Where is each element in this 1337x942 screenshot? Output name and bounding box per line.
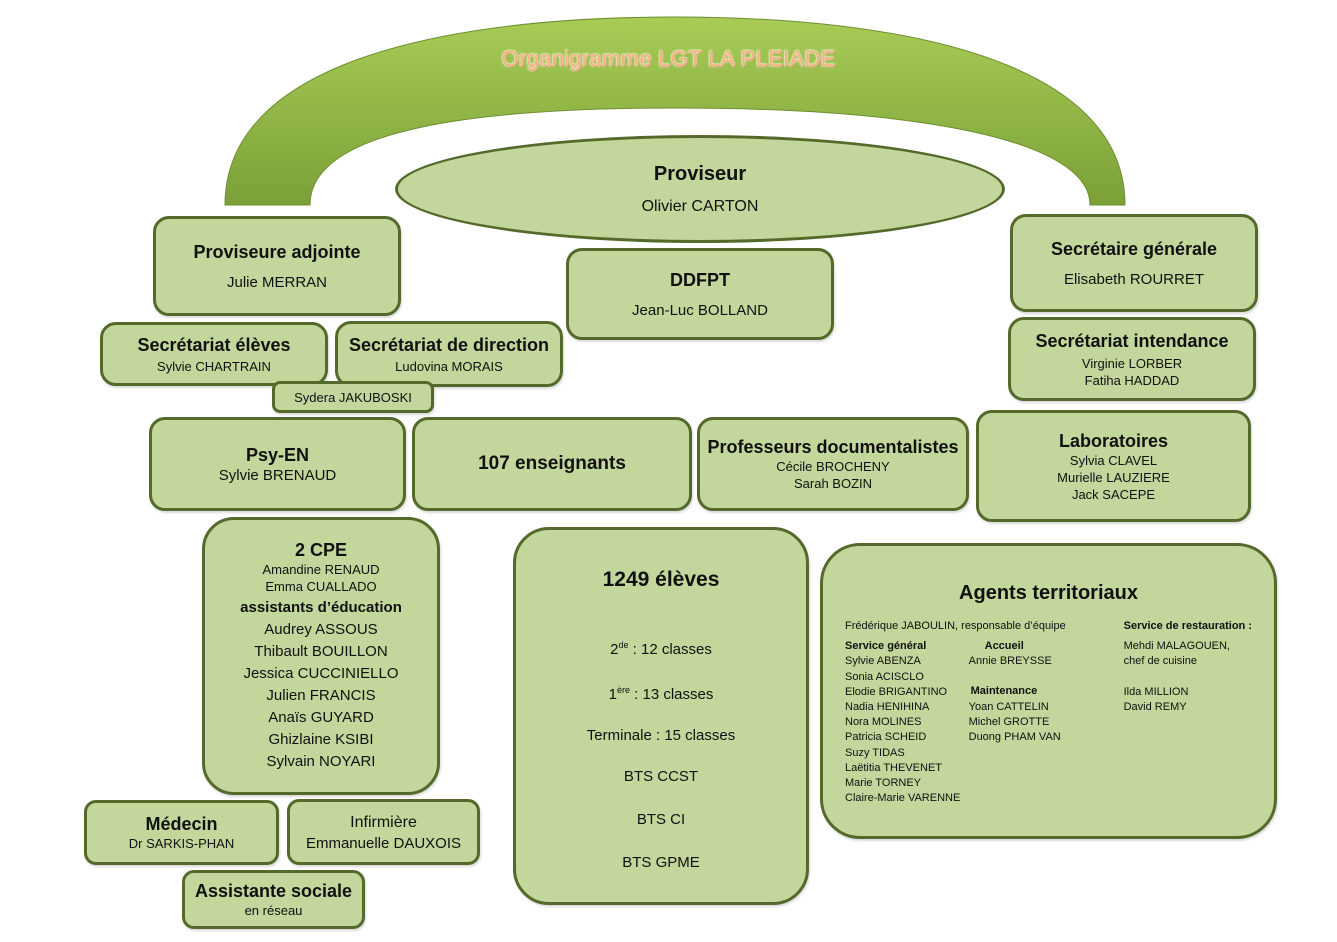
arch-banner	[224, 16, 1126, 206]
node-name: Julie MERRAN	[226, 273, 328, 291]
agent-name: Ilda MILLION	[1123, 685, 1189, 698]
node-name: Emma CUALLADO	[265, 579, 377, 594]
agents-col-restauration: Service de restauration : Mehdi MALAGOUE…	[1124, 619, 1252, 806]
node-title: Secrétariat élèves	[137, 334, 291, 355]
section-title: Service général	[845, 640, 927, 653]
eleves-bts: BTS CI	[636, 811, 686, 828]
agent-name: chef de cuisine	[1123, 655, 1197, 668]
node-name: Amandine RENAUD	[262, 562, 380, 577]
node-title: 1249 élèves	[602, 568, 720, 591]
laboratoires-node: Laboratoires Sylvia CLAVEL Murielle LAUZ…	[976, 410, 1251, 522]
section-title: Maintenance	[970, 685, 1038, 698]
chart-title: Organigramme LGT LA PLEIADE	[501, 46, 836, 71]
agent-name: Michel GROTTE	[968, 715, 1050, 728]
sec-direction-node: Secrétariat de direction Ludovina MORAIS	[335, 321, 563, 387]
agents-col-accueil: Accueil Annie BREYSSE Maintenance Yoan C…	[969, 619, 1061, 806]
medecin-node: Médecin Dr SARKIS-PHAN	[84, 800, 279, 865]
proviseur-node: Proviseur Olivier CARTON	[395, 135, 1005, 243]
agent-name: David REMY	[1123, 700, 1187, 713]
sec-intendance-node: Secrétariat intendance Virginie LORBER F…	[1008, 317, 1256, 401]
aed-name: Julien FRANCIS	[266, 687, 376, 704]
sec-eleves-node: Secrétariat élèves Sylvie CHARTRAIN	[100, 322, 328, 386]
node-name: Emmanuelle DAUXOIS	[305, 834, 462, 852]
agent-name: Marie TORNEY	[845, 777, 922, 790]
node-title: 107 enseignants	[478, 453, 626, 474]
sydera-node: Sydera JAKUBOSKI	[272, 381, 434, 413]
eleves-2de: 2de : 12 classes	[610, 640, 712, 658]
agent-name: Duong PHAM VAN	[968, 731, 1061, 744]
eleves-bts: BTS GPME	[622, 854, 700, 871]
node-name: Ludovina MORAIS	[395, 358, 503, 374]
node-title: Assistante sociale	[194, 881, 353, 901]
eleves-1ere: 1ère : 13 classes	[608, 685, 714, 703]
agents-col-general: Frédérique JABOULIN, responsable d’équip…	[845, 619, 1066, 806]
agent-name: Sylvie ABENZA	[845, 655, 921, 668]
node-name: Elisabeth ROURRET	[1063, 270, 1205, 288]
node-name: Sylvie BRENAUD	[218, 466, 337, 484]
agent-name: Patricia SCHEID	[845, 731, 927, 744]
aed-name: Jessica CUCCINIELLO	[243, 665, 399, 682]
eleves-node: 1249 élèves 2de : 12 classes 1ère : 13 c…	[513, 527, 809, 905]
agent-name: Yoan CATTELIN	[968, 700, 1049, 713]
agent-name: Nadia HENIHINA	[845, 701, 930, 714]
node-title: Infirmière	[350, 813, 417, 831]
node-title: Secrétariat de direction	[348, 334, 550, 355]
cpe-node: 2 CPE Amandine RENAUD Emma CUALLADO assi…	[202, 517, 440, 795]
node-name: en réseau	[244, 903, 303, 918]
agents-resp: Frédérique JABOULIN, responsable d’équip…	[845, 620, 1066, 632]
documentalistes-node: Professeurs documentalistes Cécile BROCH…	[697, 417, 969, 511]
node-title: Psy-EN	[245, 444, 310, 465]
agent-name: Laëtitia THEVENET	[845, 761, 943, 774]
agent-name: Nora MOLINES	[845, 716, 922, 729]
node-title: Laboratoires	[1058, 430, 1169, 451]
node-name: Jean-Luc BOLLAND	[632, 301, 768, 319]
psy-node: Psy-EN Sylvie BRENAUD	[149, 417, 406, 511]
node-name: Sydera JAKUBOSKI	[294, 389, 412, 405]
eleves-terminale: Terminale : 15 classes	[586, 727, 736, 744]
agent-name: Elodie BRIGANTINO	[845, 685, 948, 698]
node-name: Jack SACEPE	[1071, 486, 1156, 502]
node-title: 2 CPE	[294, 540, 348, 560]
node-name: Olivier CARTON	[641, 197, 759, 215]
node-title: Professeurs documentalistes	[707, 437, 959, 457]
agent-name: Claire-Marie VARENNE	[845, 792, 961, 805]
node-name: Dr SARKIS-PHAN	[128, 836, 235, 851]
adjointe-node: Proviseure adjointe Julie MERRAN	[153, 216, 401, 316]
aed-title: assistants d’éducation	[240, 599, 402, 616]
ddfpt-node: DDFPT Jean-Luc BOLLAND	[566, 248, 834, 340]
agents-node: Agents territoriaux Frédérique JABOULIN,…	[820, 543, 1277, 839]
node-name: Sarah BOZIN	[793, 476, 873, 491]
aed-name: Sylvain NOYARI	[266, 753, 376, 770]
enseignants-node: 107 enseignants	[412, 417, 692, 511]
node-name: Fatiha HADDAD	[1084, 372, 1180, 388]
assistante-sociale-node: Assistante sociale en réseau	[182, 870, 365, 929]
node-name: Virginie LORBER	[1081, 355, 1183, 371]
node-name: Murielle LAUZIERE	[1057, 469, 1170, 485]
node-title: Proviseure adjointe	[193, 241, 361, 262]
agent-name: Sonia ACISCLO	[845, 670, 924, 683]
node-title: Agents territoriaux	[959, 582, 1138, 604]
agent-name: Annie BREYSSE	[968, 655, 1052, 668]
node-name: Cécile BROCHENY	[776, 459, 890, 474]
node-name: Sylvia CLAVEL	[1069, 452, 1158, 468]
node-title: Secrétaire générale	[1050, 238, 1218, 259]
section-title: Accueil	[984, 640, 1024, 652]
agent-name: Suzy TIDAS	[845, 746, 905, 759]
aed-name: Ghizlaine KSIBI	[268, 731, 374, 748]
node-title: Secrétariat intendance	[1035, 330, 1229, 351]
aed-name: Audrey ASSOUS	[264, 621, 378, 638]
node-title: Médecin	[145, 814, 218, 834]
section-title: Service de restauration :	[1123, 620, 1252, 632]
aed-name: Anaïs GUYARD	[268, 709, 374, 726]
aed-name: Thibault BOUILLON	[254, 643, 388, 660]
node-title: Proviseur	[653, 162, 747, 185]
node-title: DDFPT	[670, 269, 730, 290]
sg-node: Secrétaire générale Elisabeth ROURRET	[1010, 214, 1258, 312]
node-name: Sylvie CHARTRAIN	[157, 358, 271, 374]
eleves-bts: BTS CCST	[623, 768, 699, 785]
infirmiere-node: Infirmière Emmanuelle DAUXOIS	[287, 799, 480, 865]
agent-name: Mehdi MALAGOUEN,	[1123, 640, 1230, 653]
